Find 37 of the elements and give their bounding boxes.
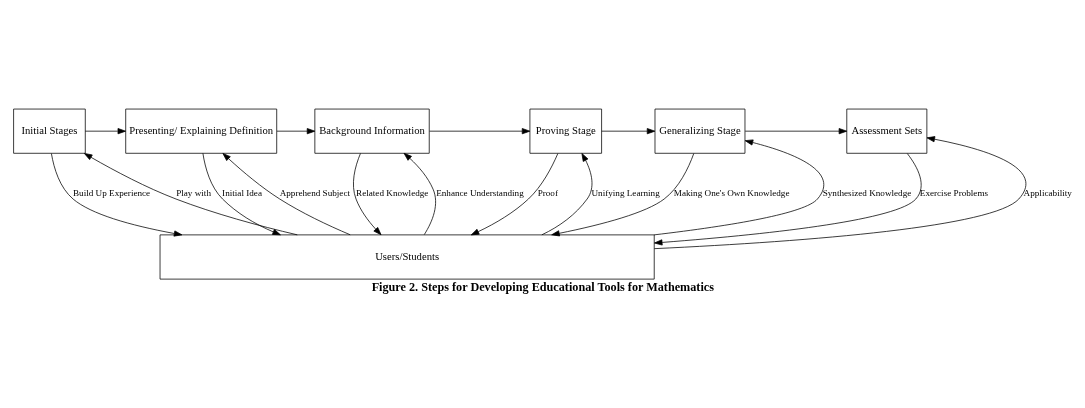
caption: Figure 2. Steps for Developing Educational Tools for Mathematics: [371, 280, 714, 295]
edge-label: Making One's Own Knowledge: [673, 188, 790, 199]
edge-label: Play with: [176, 188, 211, 199]
edge-label: Unifying Learning: [591, 188, 660, 199]
arrow: [84, 128, 126, 135]
node-box: Generalizing Stage: [654, 108, 746, 154]
arrow: [84, 153, 298, 236]
arrow: [541, 153, 593, 236]
edge-label: Related Knowledge: [356, 188, 429, 199]
arrow: [654, 153, 922, 246]
arrow: [353, 153, 382, 236]
edge-label: Enhance Understanding: [436, 188, 524, 199]
node-box: Background Information: [314, 108, 430, 154]
edge-label: Initial Idea: [222, 188, 262, 199]
arrow: [51, 153, 183, 237]
node-box: Users/Students: [159, 234, 655, 280]
node-box: Initial Stages: [13, 108, 86, 154]
arrow: [403, 152, 436, 235]
arrow: [202, 152, 281, 236]
node-box: Proving Stage: [529, 108, 602, 154]
arrow: [744, 128, 848, 135]
arrow: [276, 128, 316, 135]
arrow: [551, 153, 695, 237]
edge-label: Proof: [537, 188, 558, 199]
edge-label: Applicability: [1023, 188, 1072, 199]
arrow: [601, 128, 656, 135]
arrow: [470, 153, 559, 236]
edge-label: Apprehend Subject: [279, 188, 351, 199]
arrow: [429, 128, 531, 135]
edge-label: Exercise Problems: [919, 188, 989, 199]
arrow: [653, 139, 825, 236]
arrow: [222, 153, 351, 236]
edge-label: Synthesized Knowledge: [822, 188, 912, 199]
arrow: [654, 136, 1027, 250]
node-box: Assessment Sets: [846, 108, 928, 154]
node-box: Presenting/ Explaining Definition: [125, 108, 278, 154]
edge-label: Build Up Experience: [73, 188, 151, 199]
